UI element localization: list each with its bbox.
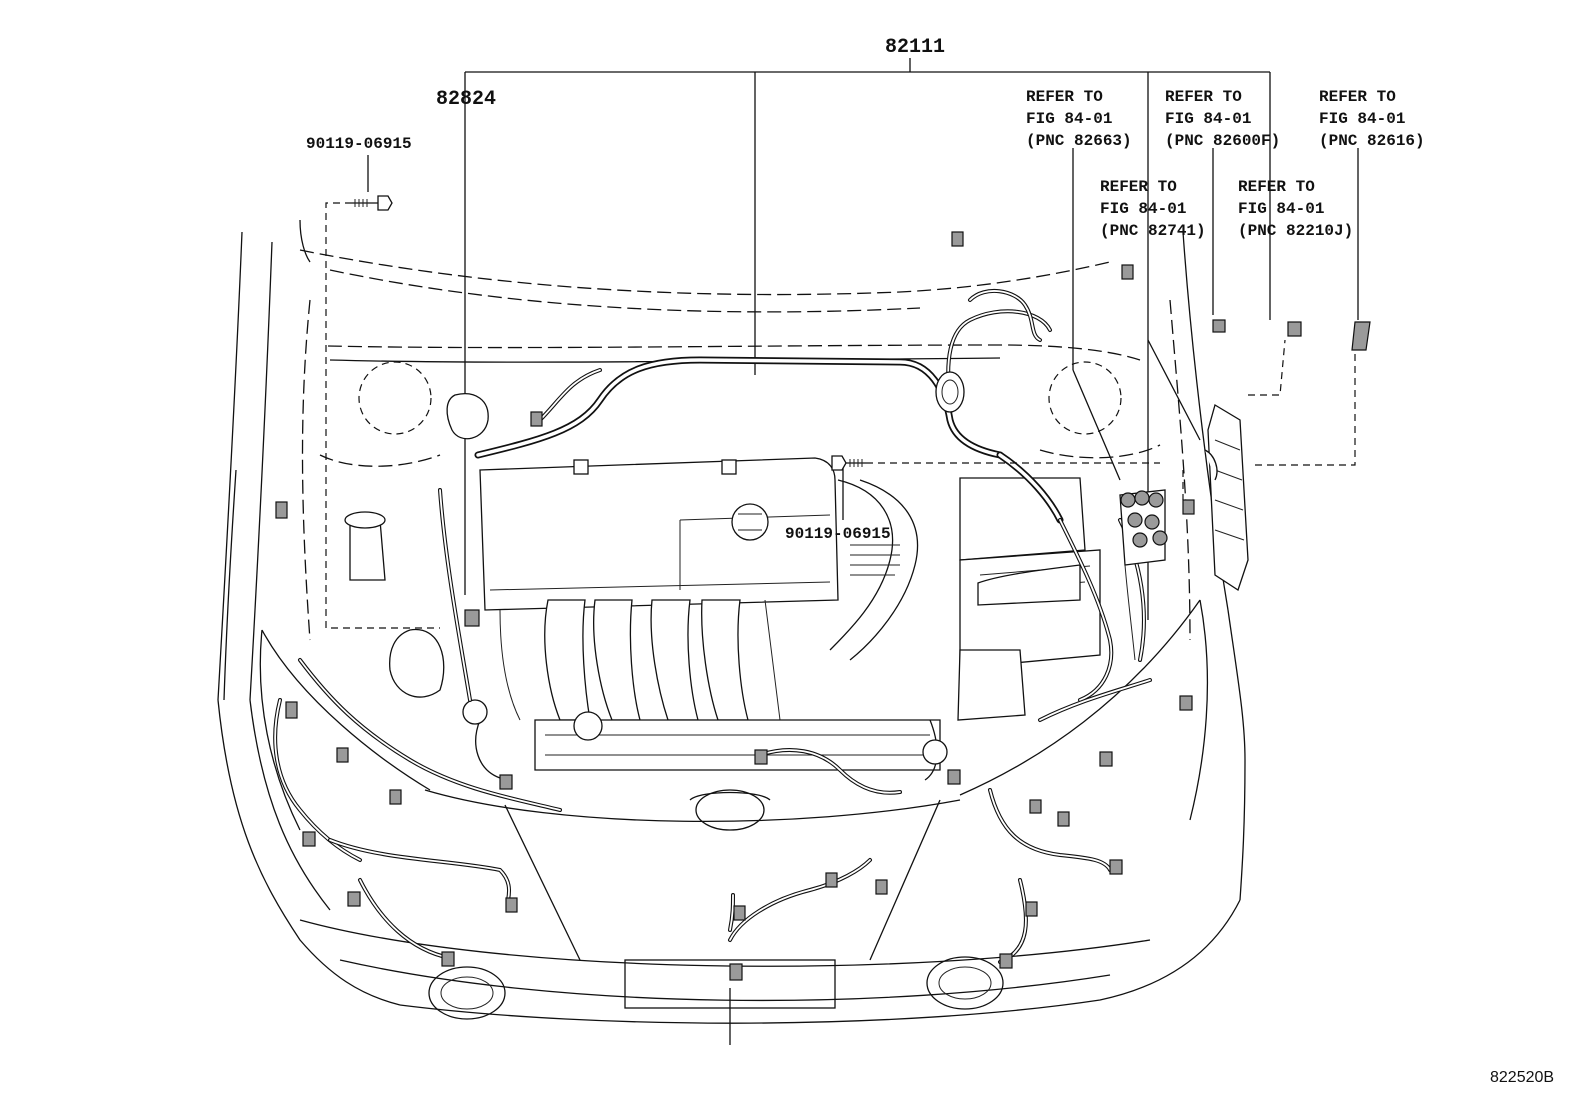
connector-icon xyxy=(875,879,888,895)
callout-bolt-upper: 90119-06915 xyxy=(306,135,412,153)
connector-icon xyxy=(285,701,298,719)
svg-text:REFER TO: REFER TO xyxy=(1238,178,1315,196)
svg-text:FIG 84-01: FIG 84-01 xyxy=(1165,110,1251,128)
engine-block xyxy=(344,393,1101,781)
connector-icon xyxy=(275,501,288,519)
svg-text:FIG 84-01: FIG 84-01 xyxy=(1026,110,1112,128)
connector-icon xyxy=(1179,695,1193,711)
svg-text:(PNC 82210J): (PNC 82210J) xyxy=(1238,222,1353,240)
svg-text:REFER TO: REFER TO xyxy=(1026,88,1103,106)
connector-icon xyxy=(999,953,1013,969)
connectors xyxy=(275,231,1371,981)
svg-text:REFER TO: REFER TO xyxy=(1319,88,1396,106)
refer-note-82210J: REFER TO FIG 84-01 (PNC 82210J) xyxy=(1238,178,1353,240)
connector-icon xyxy=(1182,499,1195,515)
bolt-center xyxy=(831,455,1160,471)
connector-icon xyxy=(1109,859,1123,875)
connector-icon xyxy=(464,609,480,627)
connector-icon xyxy=(947,769,961,785)
car-body xyxy=(217,219,1246,1024)
connector-icon xyxy=(1287,321,1302,337)
svg-text:FIG 84-01: FIG 84-01 xyxy=(1238,200,1324,218)
svg-text:FIG 84-01: FIG 84-01 xyxy=(1319,110,1405,128)
connector-icon xyxy=(1025,901,1038,917)
ecu-bracket-icon xyxy=(1182,339,1356,592)
connector-icon xyxy=(441,951,455,967)
svg-text:REFER TO: REFER TO xyxy=(1100,178,1177,196)
callout-82111: 82111 xyxy=(885,36,945,59)
connector-icon xyxy=(336,747,349,763)
connector-icon xyxy=(825,872,838,888)
connector-icon xyxy=(1099,751,1113,767)
svg-text:(PNC 82741): (PNC 82741) xyxy=(1100,222,1206,240)
svg-text:REFER TO: REFER TO xyxy=(1165,88,1242,106)
connector-icon xyxy=(389,789,402,805)
refer-note-82616: REFER TO FIG 84-01 (PNC 82616) xyxy=(1319,88,1425,150)
callout-82824: 82824 xyxy=(436,88,496,111)
svg-text:(PNC 82663): (PNC 82663) xyxy=(1026,132,1132,150)
main-wire-harness xyxy=(273,288,1152,964)
connector-icon xyxy=(951,231,964,247)
svg-text:(PNC 82600F): (PNC 82600F) xyxy=(1165,132,1280,150)
callout-bolt-center: 90119-06915 xyxy=(785,525,891,543)
connector-icon xyxy=(1057,811,1070,827)
svg-text:FIG 84-01: FIG 84-01 xyxy=(1100,200,1186,218)
connector-icon xyxy=(347,891,361,907)
figure-id: 822520B xyxy=(1490,1069,1554,1086)
connector-icon xyxy=(1351,321,1371,351)
connector-icon xyxy=(1029,799,1042,814)
svg-text:(PNC 82616): (PNC 82616) xyxy=(1319,132,1425,150)
connector-icon xyxy=(1212,319,1226,333)
bolt-upper xyxy=(325,195,440,629)
connector-icon xyxy=(754,749,768,765)
connector-icon xyxy=(729,963,743,981)
connector-icon xyxy=(530,411,543,427)
connector-icon xyxy=(1121,264,1134,280)
connector-icon xyxy=(505,897,518,913)
refer-note-82600F: REFER TO FIG 84-01 (PNC 82600F) xyxy=(1165,88,1280,150)
callout-leaders xyxy=(367,58,1359,1045)
connector-icon xyxy=(499,774,513,790)
connector-icon xyxy=(302,831,316,847)
bolt-icon xyxy=(831,455,866,471)
refer-note-82741: REFER TO FIG 84-01 (PNC 82741) xyxy=(1100,178,1206,240)
bolt-icon xyxy=(352,195,393,211)
relay-block-icon xyxy=(1119,489,1168,661)
refer-note-82663: REFER TO FIG 84-01 (PNC 82663) xyxy=(1026,88,1132,150)
connector-icon xyxy=(733,905,746,921)
